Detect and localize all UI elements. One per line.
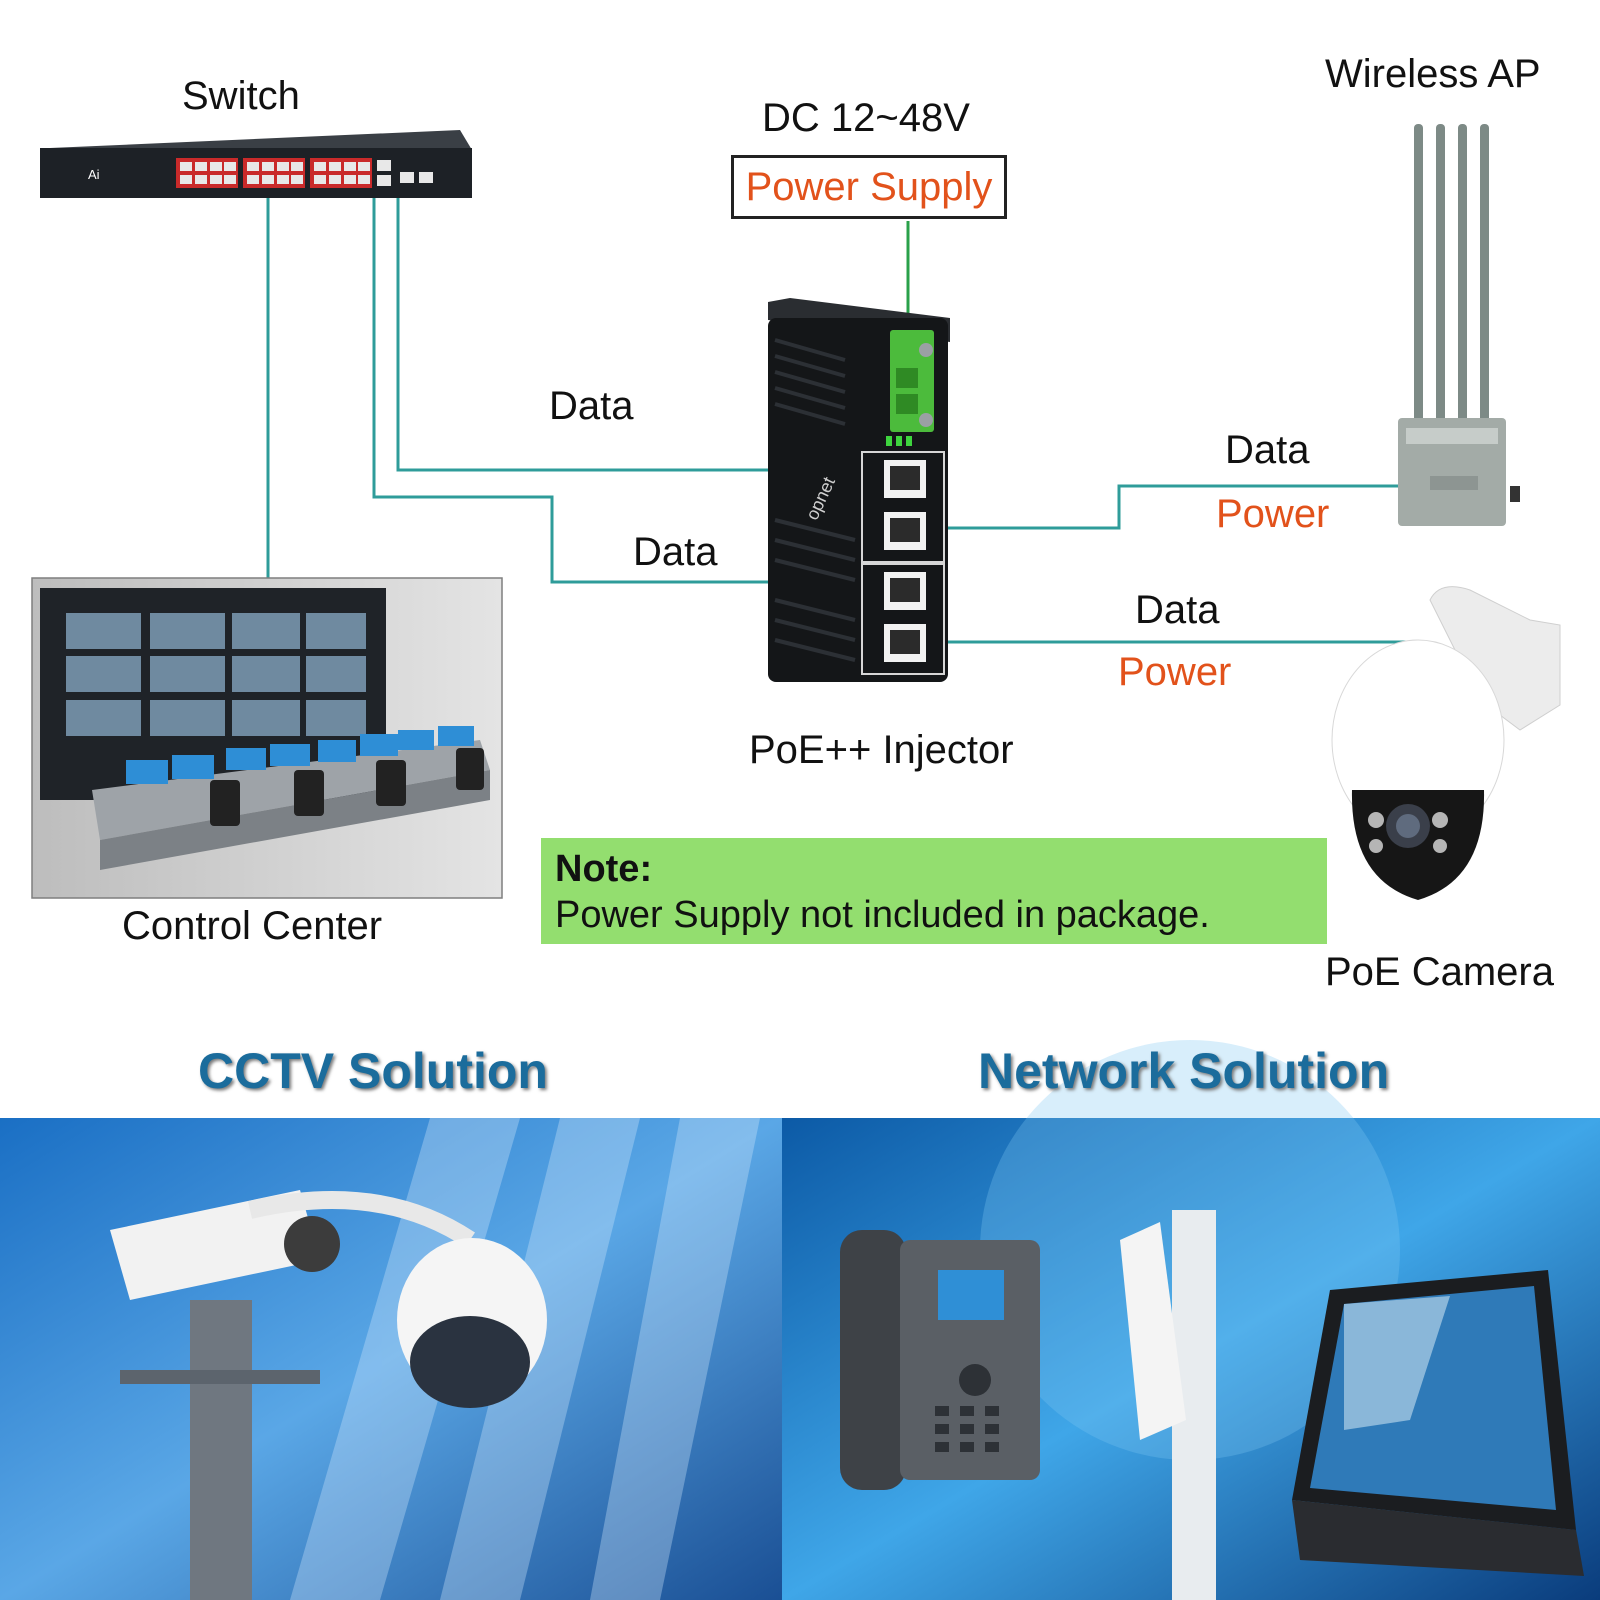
ptz-camera-device xyxy=(1331,586,1561,900)
wireless-ap-device xyxy=(1398,124,1520,526)
switch-label: Switch xyxy=(182,74,300,118)
data-label-ap: Data xyxy=(1225,428,1310,472)
data-label-switch-port1: Data xyxy=(549,384,634,428)
cctv-solution-title: CCTV Solution xyxy=(198,1043,548,1099)
poe-camera-label: PoE Camera xyxy=(1325,950,1554,994)
note-box: Note: Power Supply not included in packa… xyxy=(541,838,1327,944)
power-supply-label: Power Supply xyxy=(745,164,993,209)
power-label-camera: Power xyxy=(1118,650,1232,694)
control-center-label: Control Center xyxy=(122,904,383,948)
line-switch-to-injector-port3 xyxy=(372,196,893,584)
connection-lines xyxy=(266,196,1418,644)
injector-device: opnet xyxy=(768,298,950,682)
power-supply-box: Power Supply xyxy=(731,155,1007,219)
data-label-camera: Data xyxy=(1135,588,1220,632)
dc-voltage-label: DC 12~48V xyxy=(762,96,970,140)
note-title: Note: xyxy=(555,848,653,890)
network-solution-title: Network Solution xyxy=(978,1043,1390,1099)
data-label-switch-port3: Data xyxy=(633,530,718,574)
line-injector-to-ap xyxy=(903,484,1404,530)
line-switch-to-injector-port1 xyxy=(396,196,893,472)
injector-label: PoE++ Injector xyxy=(749,728,1014,772)
switch-device: Ai xyxy=(40,130,472,198)
control-center-image xyxy=(31,577,503,899)
svg-text:Ai: Ai xyxy=(88,167,100,182)
cctv-solution-image xyxy=(0,1118,782,1600)
wireless-ap-label: Wireless AP xyxy=(1325,52,1541,96)
note-body: Power Supply not included in package. xyxy=(555,894,1210,936)
network-solution-image xyxy=(782,1040,1600,1600)
power-label-ap: Power xyxy=(1216,492,1330,536)
